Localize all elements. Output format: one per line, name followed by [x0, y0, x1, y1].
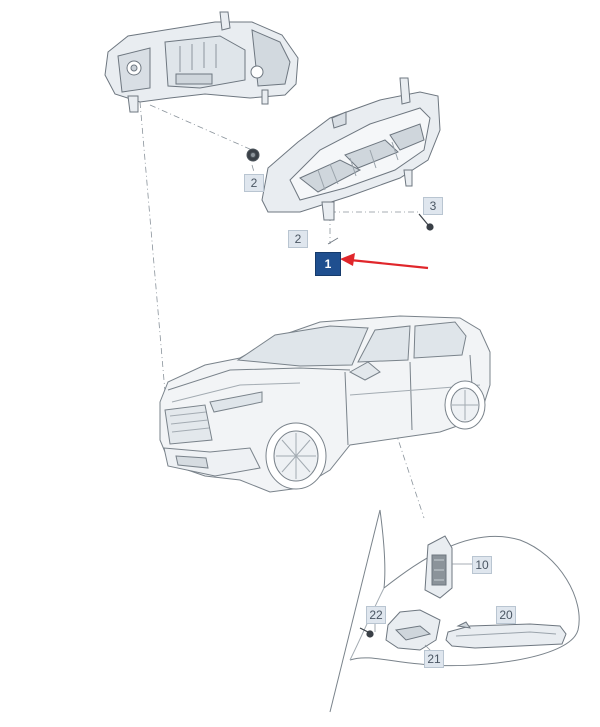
callout-3-screw[interactable]: 3	[423, 197, 443, 215]
callout-10-housing[interactable]: 10	[472, 556, 492, 574]
mirror-housing-part[interactable]	[424, 535, 453, 599]
car-illustration	[159, 315, 491, 493]
callout-21-bracket[interactable]: 21	[424, 650, 444, 668]
callout-20-turn-signal[interactable]: 20	[496, 606, 516, 624]
screw-part[interactable]	[418, 213, 434, 231]
mirror-bracket-part[interactable]	[385, 609, 441, 651]
mirror-screw-part[interactable]	[359, 627, 374, 638]
callout-2-nut[interactable]: 2	[244, 174, 264, 192]
callout-1-drl-lamp[interactable]: 1	[315, 252, 341, 276]
highlight-arrow	[340, 253, 429, 270]
nut-part[interactable]	[246, 148, 260, 162]
turn-signal-strip-part[interactable]	[445, 621, 567, 649]
mirror-detail-view	[329, 509, 580, 713]
callout-2-bracket[interactable]: 2	[288, 230, 308, 248]
drl-lamp-part[interactable]	[261, 77, 441, 221]
callout-22-screw[interactable]: 22	[366, 606, 386, 624]
bracket-part[interactable]	[104, 11, 299, 113]
